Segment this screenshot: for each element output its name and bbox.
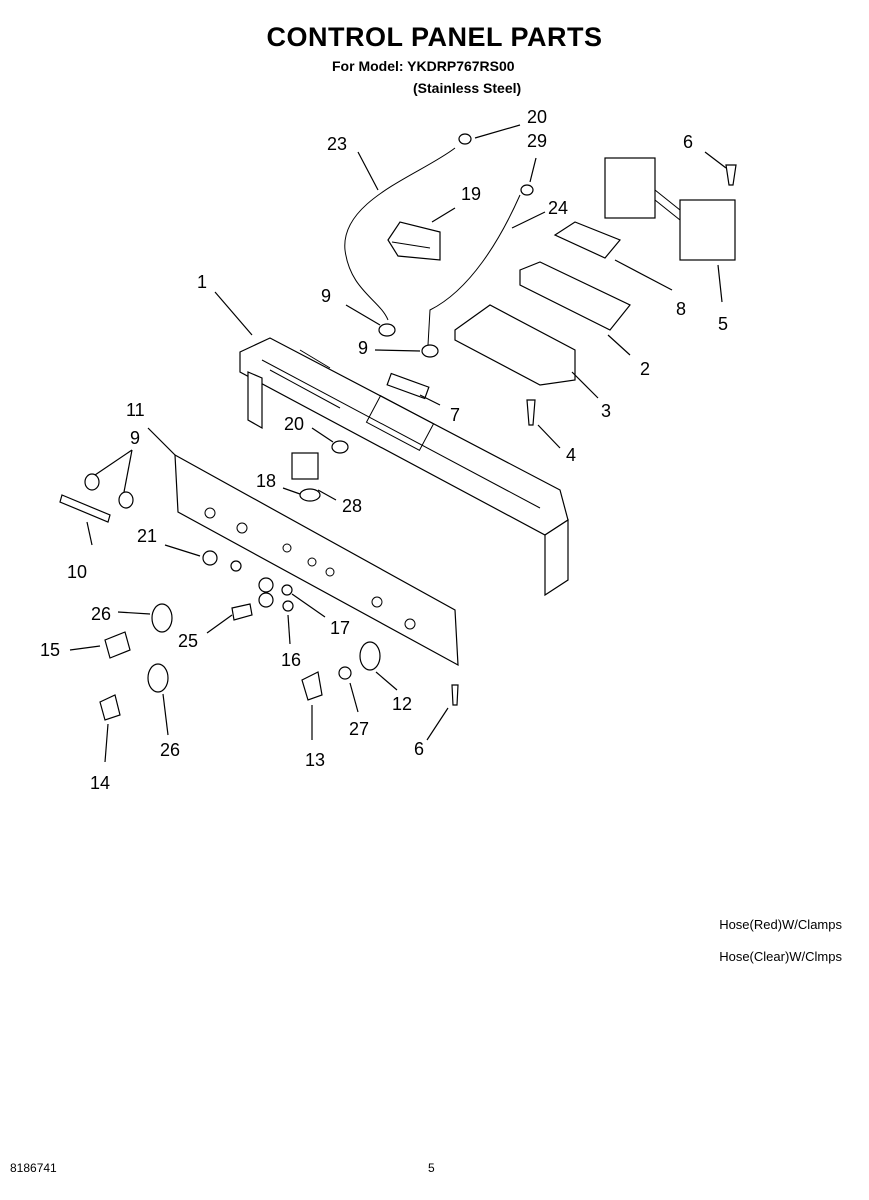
page-number: 5: [428, 1161, 435, 1175]
leader-lines: [69, 124, 727, 763]
front-panel-part: [174, 453, 459, 667]
callout-5: 5: [718, 314, 728, 334]
callout-14: 14: [90, 773, 110, 793]
callout-24: 24: [548, 198, 568, 218]
callout-18: 18: [256, 471, 276, 491]
callout-21: 21: [137, 526, 157, 546]
callout-11: 11: [126, 400, 145, 420]
console-panel-part: [239, 337, 569, 597]
hose-red-part: [344, 147, 456, 321]
callout-16: 16: [281, 650, 301, 670]
callout-1: 1: [197, 272, 207, 292]
callout-23: 23: [327, 134, 347, 154]
switch-assembly-part: [604, 157, 736, 261]
callout-3: 3: [601, 401, 611, 421]
callout-19: 19: [461, 184, 481, 204]
callout-28: 28: [342, 496, 362, 516]
callout-9-upper: 9: [321, 286, 331, 306]
callout-7: 7: [450, 405, 460, 425]
callout-6-bottom: 6: [414, 739, 424, 759]
callout-26-lower: 26: [160, 740, 180, 760]
display-module-part: [387, 221, 441, 261]
callout-9-middle: 9: [358, 338, 368, 358]
callout-10: 10: [67, 562, 87, 582]
callout-26-upper: 26: [91, 604, 111, 624]
callout-20-top: 20: [527, 107, 547, 127]
model-line: For Model: YKDRP767RS00: [332, 58, 515, 74]
board-part: [553, 221, 621, 259]
callout-25: 25: [178, 631, 198, 651]
callout-12: 12: [392, 694, 412, 714]
support-part: [519, 261, 631, 331]
hose-clear-part: [427, 194, 521, 346]
small-parts: [59, 133, 737, 721]
callout-29: 29: [527, 131, 547, 151]
page-title: CONTROL PANEL PARTS: [266, 22, 603, 52]
callout-8: 8: [676, 299, 686, 319]
callout-labels: 1 2 3 4 5 6 6 7 8 9 9 9 10 11 12 13 14 1…: [40, 107, 728, 793]
callout-27: 27: [349, 719, 369, 739]
callout-17: 17: [330, 618, 350, 638]
callout-15: 15: [40, 640, 60, 660]
callout-6-top: 6: [683, 132, 693, 152]
finish-line: (Stainless Steel): [413, 80, 522, 96]
callout-13: 13: [305, 750, 325, 770]
callout-4: 4: [566, 445, 576, 465]
document-number: 8186741: [10, 1161, 57, 1175]
note-hose-red: Hose(Red)W/Clamps: [719, 917, 842, 932]
callout-2: 2: [640, 359, 650, 379]
note-hose-clear: Hose(Clear)W/Clmps: [719, 949, 842, 964]
callout-9-left: 9: [130, 428, 140, 448]
bracket-part: [454, 304, 576, 386]
callout-20-middle: 20: [284, 414, 304, 434]
